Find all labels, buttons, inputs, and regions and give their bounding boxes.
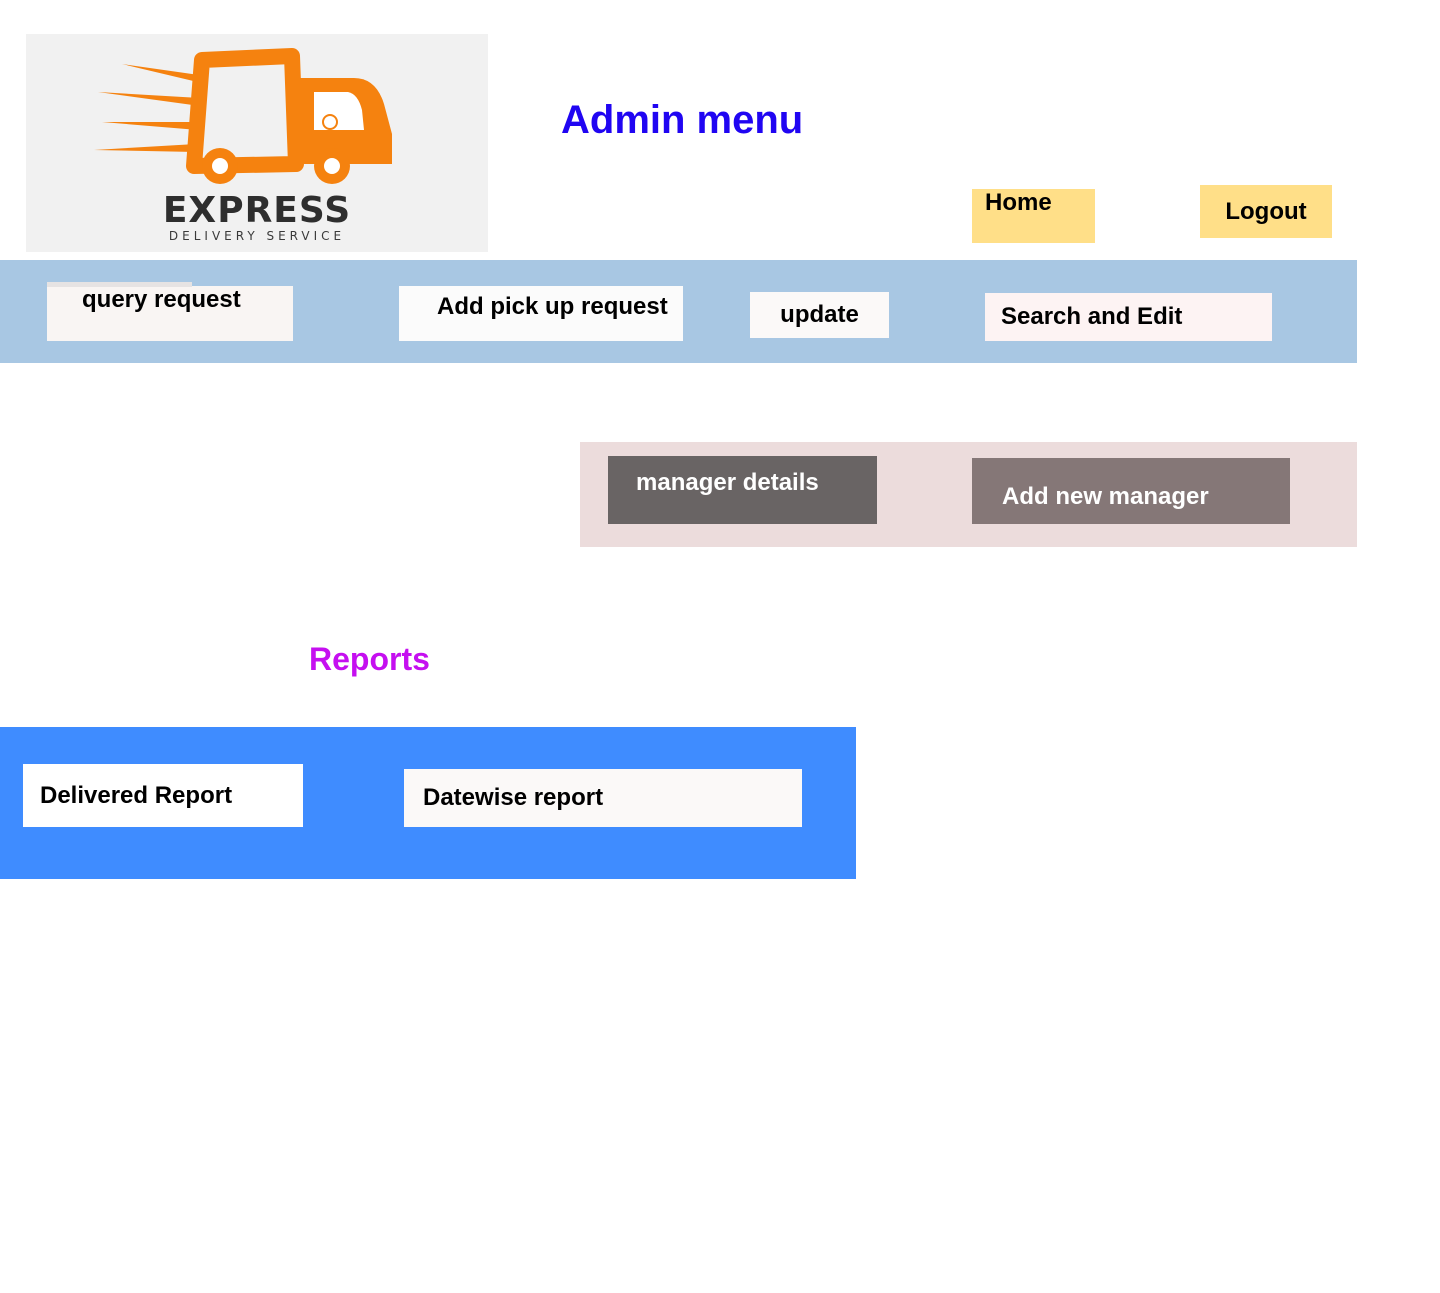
add-new-manager-label: Add new manager: [1002, 483, 1209, 510]
reports-heading: Reports: [309, 641, 430, 677]
home-button-label: Home: [985, 189, 1052, 216]
add-pickup-request-button[interactable]: Add pick up request: [399, 286, 683, 341]
logo-subtitle: DELIVERY SERVICE: [168, 229, 346, 243]
search-and-edit-label: Search and Edit: [1001, 303, 1183, 330]
logout-button[interactable]: Logout: [1200, 185, 1332, 238]
logo-title: EXPRESS: [162, 190, 352, 231]
page-title: Admin menu: [561, 98, 804, 142]
query-request-tab-edge: [47, 282, 192, 287]
company-logo: EXPRESS DELIVERY SERVICE: [26, 34, 488, 252]
datewise-report-label: Datewise report: [423, 784, 604, 811]
manager-details-button[interactable]: manager details: [608, 456, 877, 524]
update-label: update: [780, 301, 859, 328]
delivered-report-label: Delivered Report: [40, 781, 233, 809]
add-pickup-request-label: Add pick up request: [437, 293, 668, 320]
manager-details-label: manager details: [636, 469, 819, 496]
delivery-truck-icon: [94, 48, 392, 184]
query-request-label: query request: [82, 286, 241, 313]
search-and-edit-button[interactable]: Search and Edit: [985, 293, 1272, 341]
query-request-button[interactable]: query request: [47, 286, 293, 341]
update-button[interactable]: update: [750, 292, 889, 338]
datewise-report-button[interactable]: Datewise report: [404, 769, 802, 827]
add-new-manager-button[interactable]: Add new manager: [972, 458, 1290, 524]
delivered-report-button[interactable]: Delivered Report: [23, 764, 303, 827]
home-button[interactable]: Home: [972, 189, 1095, 243]
logout-button-label: Logout: [1225, 197, 1307, 225]
